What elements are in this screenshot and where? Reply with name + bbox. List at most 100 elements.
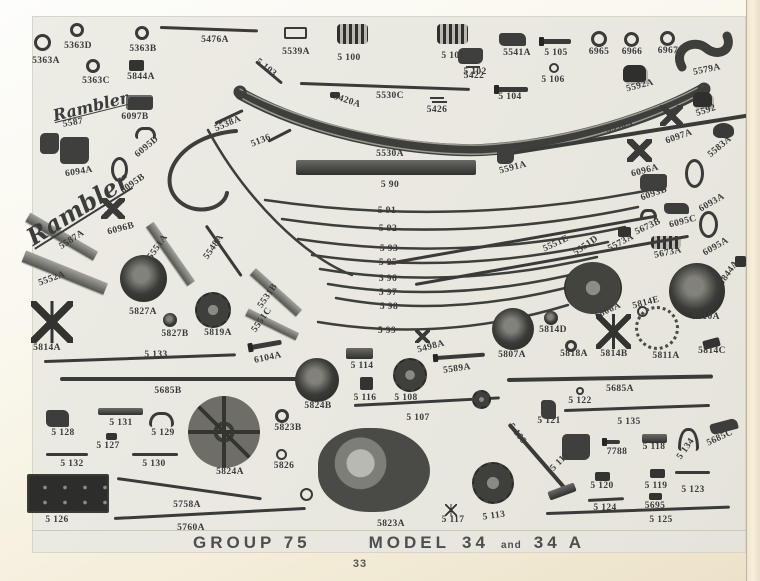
caption-model-number-1: 34	[462, 533, 489, 552]
part-glyph	[300, 488, 313, 501]
5583A-glyph	[713, 123, 734, 138]
part-label-593: 5 93	[379, 244, 399, 254]
part-label-5695: 5695	[644, 501, 666, 511]
6094A-glyph	[60, 137, 89, 164]
5105-glyph	[539, 37, 571, 46]
5100-glyph	[337, 24, 368, 44]
part-label-5126: 5 126	[45, 515, 69, 525]
6093A-glyph	[685, 159, 704, 188]
part-label-5420A: 5420A	[332, 91, 362, 111]
part-label-5818A: 5818A	[560, 349, 588, 359]
part-label-5541A: 5541A	[503, 48, 531, 58]
caption-model: MODEL	[368, 533, 451, 552]
part-label-5105: 5 105	[544, 48, 568, 58]
part-label-599: 5 99	[377, 326, 397, 336]
part-label-7788: 7788	[606, 447, 628, 457]
5814B-glyph	[596, 314, 631, 349]
part-label-5106: 5 106	[541, 75, 565, 85]
part-label-5123: 5 123	[681, 485, 705, 495]
5363B-glyph	[135, 26, 149, 40]
part-label-596: 5 96	[378, 274, 398, 284]
590-glyph	[296, 160, 476, 175]
5121-glyph	[541, 400, 556, 419]
5819A-glyph	[195, 292, 231, 328]
5363D-glyph	[70, 23, 84, 37]
6095A-glyph	[699, 211, 718, 238]
part-label-5121: 5 121	[537, 416, 561, 426]
part-label-5363B: 5363B	[129, 44, 157, 54]
part-label-5109: 5 109	[505, 421, 529, 447]
5111-glyph	[562, 434, 590, 460]
5823B-glyph	[275, 409, 289, 423]
5760A-glyph	[113, 506, 306, 520]
5101-glyph	[437, 24, 468, 44]
part-label-5426: 5426	[426, 105, 448, 115]
6095D-glyph	[135, 127, 156, 139]
5363C-glyph	[86, 59, 100, 73]
part-label-5132: 5 132	[60, 459, 84, 469]
part-label-5823B: 5823B	[274, 423, 302, 433]
5814D-glyph	[544, 311, 558, 325]
5106-glyph	[549, 63, 559, 73]
part-label-5827A: 5827A	[129, 307, 157, 317]
part-label-5128: 5 128	[51, 428, 75, 438]
part-label-5131: 5 131	[109, 418, 133, 428]
5591A-glyph	[497, 145, 514, 164]
part-label-5104: 5 104	[498, 92, 522, 102]
part-label-5127: 5 127	[96, 441, 120, 451]
part-label-5827B: 5827B	[161, 329, 189, 339]
part-label-6104A: 6104A	[253, 350, 283, 366]
5592A-glyph	[623, 65, 646, 82]
part-label-6095C: 6095C	[668, 213, 698, 231]
5827A-glyph	[120, 255, 167, 302]
7788-glyph	[602, 438, 620, 446]
part-label-5552A: 5552A	[37, 269, 67, 289]
part-label-5136: 5136	[249, 132, 273, 150]
5589A-glyph	[435, 352, 486, 360]
5108-glyph	[393, 358, 427, 392]
part-label-5824A: 5824A	[216, 467, 244, 477]
5123-glyph	[675, 471, 710, 474]
5814A-glyph	[31, 301, 73, 343]
5363A-glyph	[34, 34, 51, 51]
5498A-glyph	[415, 330, 430, 343]
5126-glyph	[27, 474, 109, 513]
part-label-5539A: 5539A	[282, 47, 310, 57]
part-label-6967: 6967	[657, 46, 679, 56]
part-label-5117: 5 117	[441, 515, 465, 525]
part-label-6097B: 6097B	[121, 112, 149, 122]
part-label-591: 5 91	[377, 206, 397, 216]
part-label-597: 5 97	[378, 288, 398, 298]
5422-glyph	[464, 62, 480, 68]
6097B-glyph	[126, 95, 153, 110]
5823A-glyph	[318, 428, 430, 512]
part-label-6095A: 6095A	[701, 235, 731, 259]
5102-glyph	[458, 48, 483, 64]
5124-glyph	[587, 497, 625, 502]
part-label-5530A: 5530A	[376, 149, 404, 159]
part-label-5814B: 5814B	[600, 349, 628, 359]
6104A-glyph	[250, 339, 282, 350]
part-label-5823A: 5823A	[377, 519, 405, 529]
part-label-592: 5 92	[378, 224, 398, 234]
5685A-glyph	[506, 374, 714, 382]
5476A-glyph	[159, 26, 258, 33]
5824B-glyph	[295, 358, 339, 402]
5807A-glyph	[492, 308, 534, 350]
5824A-glyph	[188, 396, 260, 468]
part-label-5814D: 5814D	[539, 325, 567, 335]
part-label-5120: 5 120	[590, 481, 614, 491]
part-label-5114: 5 114	[350, 361, 374, 371]
5530C-glyph	[299, 82, 470, 91]
part-label-6094A: 6094A	[64, 164, 94, 180]
part-label-5119: 5 119	[644, 481, 668, 491]
part-label-5589A: 5589A	[442, 362, 472, 376]
5119-glyph	[650, 469, 665, 478]
part-label-5685A: 5685A	[606, 384, 634, 394]
5539A-glyph	[284, 27, 307, 39]
part-label-5814A: 5814A	[33, 343, 61, 353]
part-label-598: 5 98	[379, 302, 399, 312]
5818A-glyph	[565, 340, 577, 352]
5685B-glyph	[60, 377, 302, 381]
